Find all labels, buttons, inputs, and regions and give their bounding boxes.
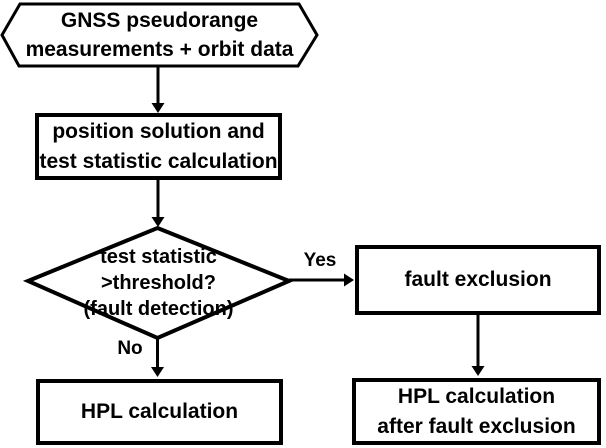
input-hexagon-shape (0, 2, 319, 68)
hpl-calculation-line1: HPL calculation (80, 400, 239, 423)
position-solution-line2: test statistic calculation (39, 149, 278, 173)
hpl-after-exclusion-box: HPL calculation after fault exclusion (352, 378, 601, 445)
fault-exclusion-box: fault exclusion (355, 245, 601, 315)
arrow-position-to-decision (151, 180, 165, 227)
position-solution-line1: position solution and (52, 119, 265, 143)
hpl-after-line2: after fault exclusion (377, 414, 576, 438)
position-solution-box: position solution and test statistic cal… (35, 113, 282, 180)
arrow-decision-yes (289, 273, 354, 287)
fault-exclusion-line1: fault exclusion (404, 268, 552, 291)
arrow-input-to-position (151, 66, 165, 113)
no-edge-label: No (117, 338, 143, 359)
arrowhead-down-icon (151, 217, 165, 227)
arrow-fault-exclusion-to-hpl-after (471, 315, 485, 376)
arrow-decision-no (151, 338, 164, 377)
hpl-calculation-box: HPL calculation (36, 379, 283, 445)
arrowhead-down-icon (151, 367, 164, 377)
arrowhead-right-icon (344, 273, 354, 287)
yes-edge-label: Yes (303, 250, 337, 271)
arrowhead-down-icon (471, 366, 485, 376)
decision-diamond-shape (22, 225, 295, 341)
hpl-after-line1: HPL calculation (397, 384, 556, 408)
arrowhead-down-icon (151, 103, 165, 113)
